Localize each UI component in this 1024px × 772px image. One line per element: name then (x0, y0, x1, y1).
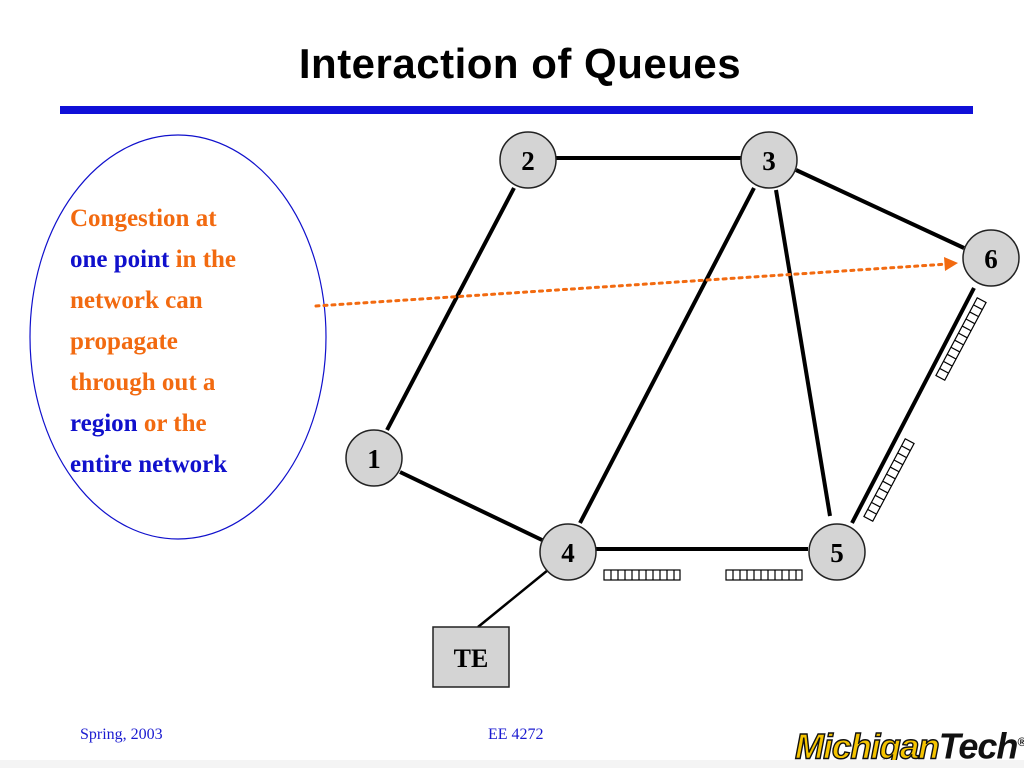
callout-phrase: propagate (70, 328, 178, 355)
node-2-label: 2 (521, 146, 535, 176)
node-1: 1 (345, 429, 403, 487)
queue-5-6-upper (935, 296, 987, 382)
terminal-te: TE (432, 626, 510, 688)
link-1-4 (399, 470, 543, 542)
link-3-4 (578, 187, 756, 524)
node-6: 6 (962, 229, 1020, 287)
title-divider (60, 106, 973, 114)
callout-phrase: region (70, 410, 138, 437)
callout-line-5: through out a (70, 362, 320, 403)
callout-line-1: Congestion at (70, 198, 320, 239)
callout-line-7: entire network (70, 444, 320, 485)
node-6-label: 6 (984, 244, 998, 274)
node-3-label: 3 (762, 146, 776, 176)
callout-phrase: entire network (70, 451, 228, 478)
link-2-1 (385, 187, 516, 431)
bottom-strip (0, 760, 1024, 768)
node-2: 2 (499, 131, 557, 189)
callout-phrase: one point (70, 246, 170, 273)
callout-phrase: through out a (70, 369, 216, 396)
logo-registered-mark: ® (1017, 735, 1024, 749)
logo-word-tech: Tech (938, 725, 1019, 767)
node-4: 4 (539, 523, 597, 581)
node-1-label: 1 (367, 444, 381, 474)
network-nodes: 2 3 6 1 4 5 TE (345, 131, 1020, 688)
callout-phrase: Congestion at (70, 205, 217, 232)
node-3: 3 (740, 131, 798, 189)
queue-4-5-a (603, 569, 681, 581)
node-5-label: 5 (830, 538, 844, 568)
link-3-5 (774, 189, 832, 517)
callout-phrase: or the (137, 410, 207, 437)
callout-line-3: network can (70, 280, 320, 321)
link-4-te (477, 569, 549, 628)
callout-line-6: region or the (70, 403, 320, 444)
queues (603, 296, 987, 581)
terminal-label: TE (454, 644, 489, 673)
network-links (385, 156, 976, 628)
propagation-arrow (314, 257, 958, 308)
callout-line-4: propagate (70, 321, 320, 362)
callout-phrase: in the (169, 246, 237, 273)
callout-line-2: one point in the (70, 239, 320, 280)
node-5: 5 (808, 523, 866, 581)
callout-ellipse (29, 134, 327, 540)
queue-5-6-lower (863, 437, 915, 523)
callout-text: Congestion at one point in the network c… (70, 198, 320, 485)
queue-4-5-b (725, 569, 803, 581)
page-title: Interaction of Queues (298, 40, 742, 87)
link-3-6 (795, 168, 965, 250)
callout-phrase: network can (70, 287, 203, 314)
link-5-6 (850, 287, 976, 524)
node-4-label: 4 (561, 538, 575, 568)
michigan-tech-logo: MichiganTech® (794, 718, 1024, 768)
footer-date: Spring, 2003 (80, 726, 163, 743)
footer-course: EE 4272 (488, 726, 544, 743)
